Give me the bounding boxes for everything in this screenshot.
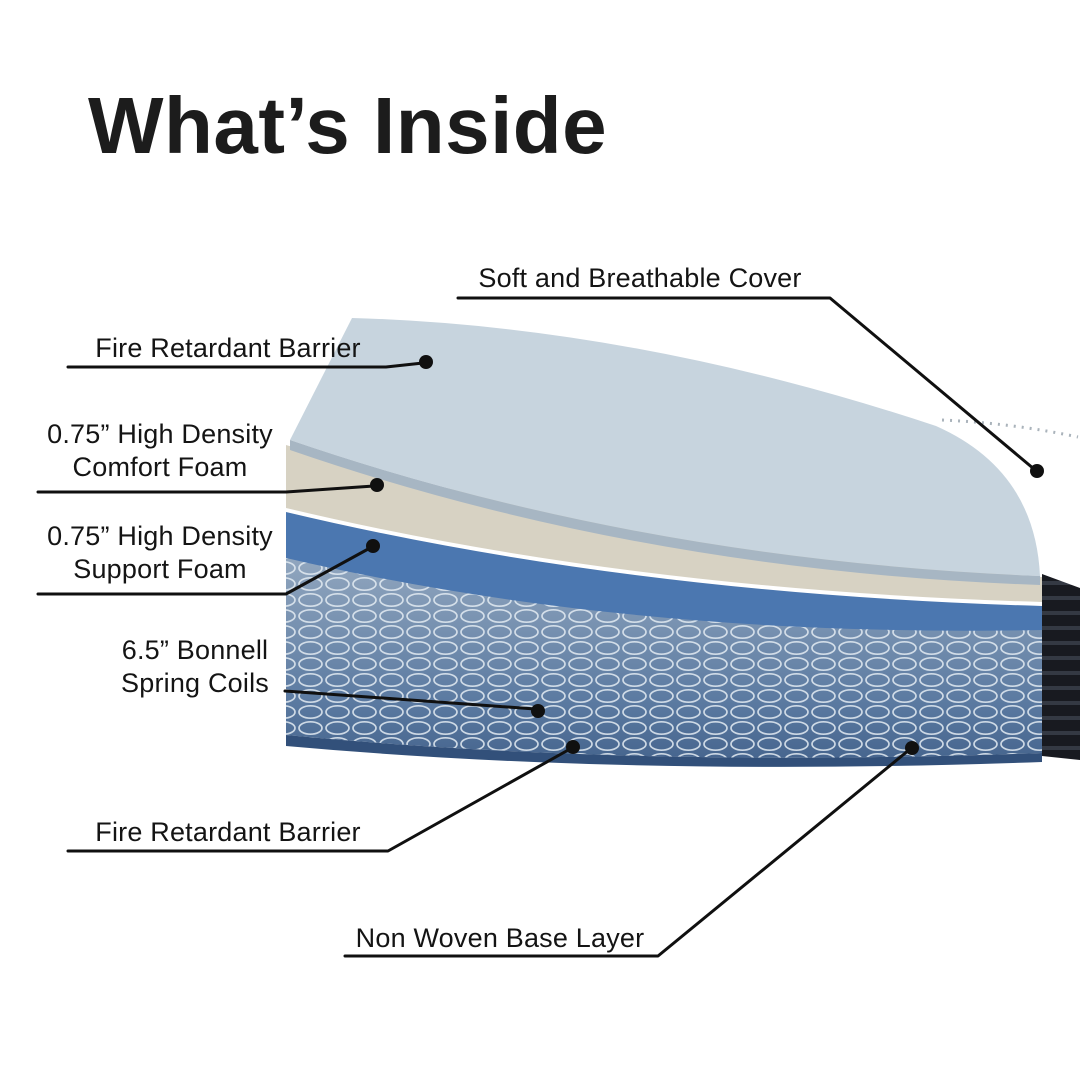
callout-label-comfort-foam: 0.75” High Density Comfort Foam <box>47 419 273 482</box>
callout-dot-fire-bottom <box>566 740 580 754</box>
callout-line-base <box>343 748 911 958</box>
page-title: What’s Inside <box>88 81 608 170</box>
callout-line-cover <box>456 296 1036 471</box>
callout-dot-support <box>366 539 380 553</box>
callout-dots <box>366 355 1044 755</box>
side-cover-band <box>1042 574 1080 760</box>
callout-lines <box>36 296 1036 958</box>
callout-line-coils <box>283 689 537 711</box>
callout-dot-base <box>905 741 919 755</box>
callout-label-fire-retardant-top: Fire Retardant Barrier <box>95 333 361 363</box>
callout-line-fire-top <box>66 361 425 369</box>
callout-label-support-foam: 0.75” High Density Support Foam <box>47 521 273 584</box>
callout-dot-cover <box>1030 464 1044 478</box>
spring-coil-texture <box>286 556 1042 758</box>
callout-line-fire-bottom <box>66 747 572 853</box>
callout-label-cover: Soft and Breathable Cover <box>478 263 802 293</box>
base-layer-rim <box>286 735 1042 767</box>
callout-dot-fire-top <box>419 355 433 369</box>
callout-dot-coils <box>531 704 545 718</box>
callout-label-fire-retardant-bottom: Fire Retardant Barrier <box>95 817 361 847</box>
stitch-seam <box>941 418 1079 439</box>
callout-line-comfort <box>36 484 376 494</box>
callout-label-spring-coils: 6.5” Bonnell Spring Coils <box>121 635 269 698</box>
cover-sheet-layer <box>290 318 1040 576</box>
callout-line-support <box>36 546 372 596</box>
callout-label-base-layer: Non Woven Base Layer <box>355 923 645 953</box>
callout-dot-comfort <box>370 478 384 492</box>
support-foam-layer <box>286 512 1042 631</box>
